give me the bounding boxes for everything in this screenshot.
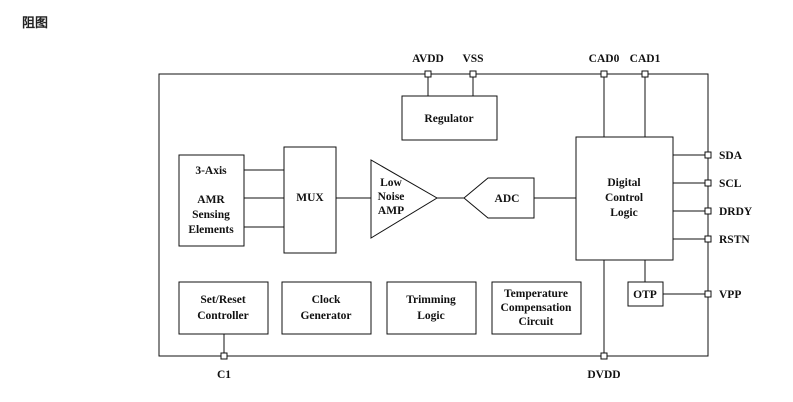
sensor-label-line2: AMR: [197, 194, 225, 206]
pin-cad0: CAD0: [589, 53, 620, 137]
temperature-compensation-block: [491, 281, 582, 335]
pin-sda-label: SDA: [719, 150, 743, 162]
pin-vpp: VPP: [663, 289, 741, 301]
pin-drdy: DRDY: [673, 206, 753, 218]
clock-label-line2: Generator: [300, 310, 351, 322]
clock-label-line1: Clock: [312, 294, 341, 306]
adc-label: ADC: [495, 193, 520, 205]
pin-drdy-label: DRDY: [719, 206, 753, 218]
pin-scl: SCL: [673, 178, 742, 190]
temp-label-line1: Temperature: [504, 288, 568, 300]
sensor-label-line4: Elements: [188, 224, 234, 236]
amr-sensor-block: [178, 154, 245, 247]
pin-scl-label: SCL: [719, 178, 742, 190]
setreset-label-line2: Controller: [197, 310, 249, 322]
pin-cad1: CAD1: [630, 53, 661, 137]
clock-generator-block: [281, 281, 372, 335]
sensor-label-line1: 3-Axis: [195, 165, 227, 177]
page-title: 阻图: [22, 16, 49, 31]
pin-sda: SDA: [673, 150, 743, 162]
digital-control-logic-block: [575, 136, 674, 261]
trimming-label-line2: Logic: [417, 310, 444, 322]
pin-rstn: RSTN: [673, 234, 750, 246]
pin-dvdd-label: DVDD: [587, 369, 620, 381]
set-reset-controller-block: [178, 281, 269, 335]
chip-outline: [158, 73, 709, 357]
amp-label-line1: Low: [380, 177, 402, 189]
digital-label-line2: Control: [605, 192, 643, 204]
trimming-logic-block: [386, 281, 477, 335]
pin-c1: C1: [217, 334, 231, 381]
digital-label-line3: Logic: [610, 207, 637, 219]
pin-c1-label: C1: [217, 369, 231, 381]
setreset-label-line1: Set/Reset: [200, 294, 246, 306]
trimming-label-line1: Trimming: [406, 294, 456, 306]
pin-avdd: AVDD: [412, 53, 444, 96]
pin-dvdd: DVDD: [587, 260, 621, 381]
pin-avdd-label: AVDD: [412, 53, 444, 65]
pin-vss: VSS: [462, 53, 484, 96]
pin-cad1-label: CAD1: [630, 53, 661, 65]
regulator-label: Regulator: [424, 113, 473, 125]
otp-label: OTP: [633, 289, 657, 301]
mux-block: [283, 146, 337, 254]
digital-label-line1: Digital: [607, 177, 640, 189]
amp-triangle: [370, 159, 438, 239]
pin-vpp-label: VPP: [719, 289, 741, 301]
mux-label: MUX: [296, 192, 324, 204]
amp-label-line2: Noise: [378, 191, 405, 203]
pin-rstn-label: RSTN: [719, 234, 750, 246]
sensor-label-line3: Sensing: [192, 209, 230, 221]
temp-label-line2: Compensation: [501, 302, 573, 314]
regulator-block: [401, 95, 498, 141]
pin-vss-label: VSS: [462, 53, 483, 65]
temp-label-line3: Circuit: [519, 316, 554, 328]
pin-cad0-label: CAD0: [589, 53, 620, 65]
amp-label-line3: AMP: [378, 205, 404, 217]
